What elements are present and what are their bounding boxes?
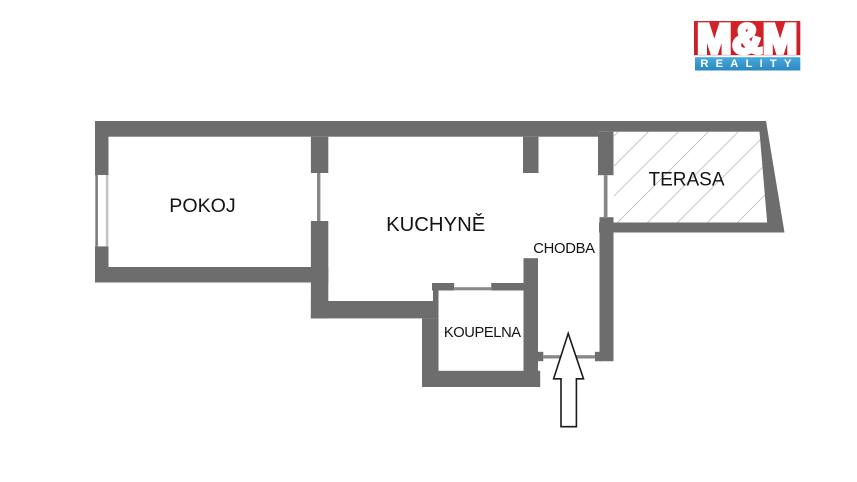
svg-text:TERASA: TERASA: [648, 170, 724, 191]
svg-text:KOUPELNA: KOUPELNA: [444, 325, 521, 341]
svg-text:CHODBA: CHODBA: [533, 241, 595, 257]
svg-text:POKOJ: POKOJ: [169, 195, 235, 217]
svg-text:KUCHYNĚ: KUCHYNĚ: [386, 213, 485, 236]
svg-text:REALITY: REALITY: [700, 58, 798, 70]
svg-text:M&M: M&M: [697, 15, 798, 62]
